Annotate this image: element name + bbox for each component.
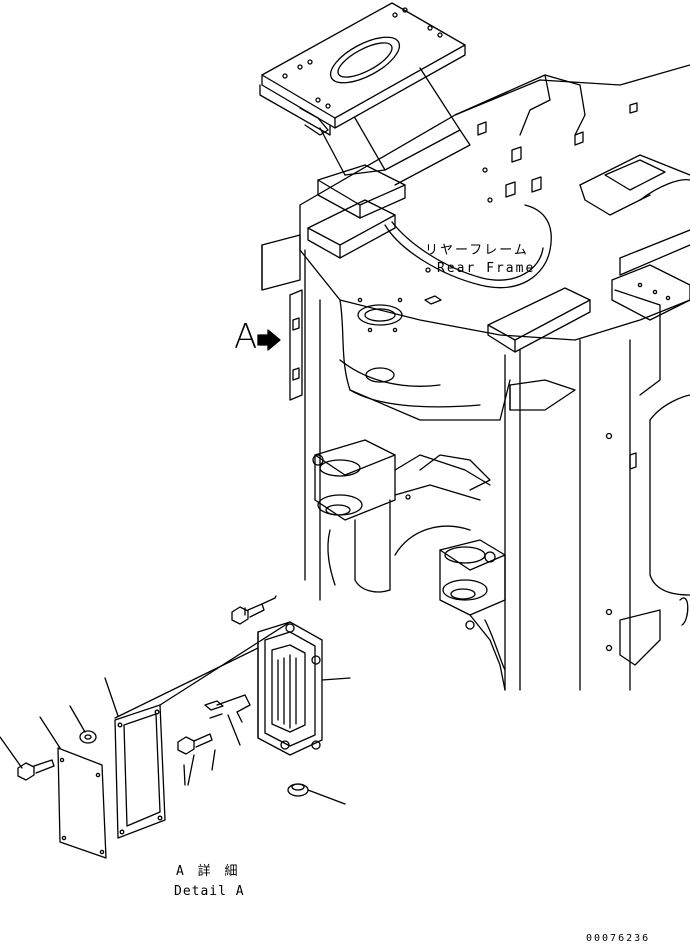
rear-frame-label-en: Rear Frame (437, 261, 536, 276)
rear-frame-label-jp: リヤーフレーム (425, 243, 529, 258)
installed-cover (289, 289, 303, 401)
top-mount-bracket (259, 2, 466, 136)
upper-column (317, 67, 471, 219)
lower-pivot (312, 439, 506, 691)
rear-frame-body (261, 64, 690, 691)
mounting-pads (307, 199, 591, 353)
detail-a-label-jp: A 詳 細 (176, 864, 241, 879)
drawing-number: 00076236 (586, 933, 651, 944)
detail-a-parts (0, 595, 351, 859)
view-marker-label: A (234, 317, 258, 357)
detail-a-label-en: Detail A (174, 884, 245, 899)
view-direction-arrow-icon (257, 329, 281, 351)
